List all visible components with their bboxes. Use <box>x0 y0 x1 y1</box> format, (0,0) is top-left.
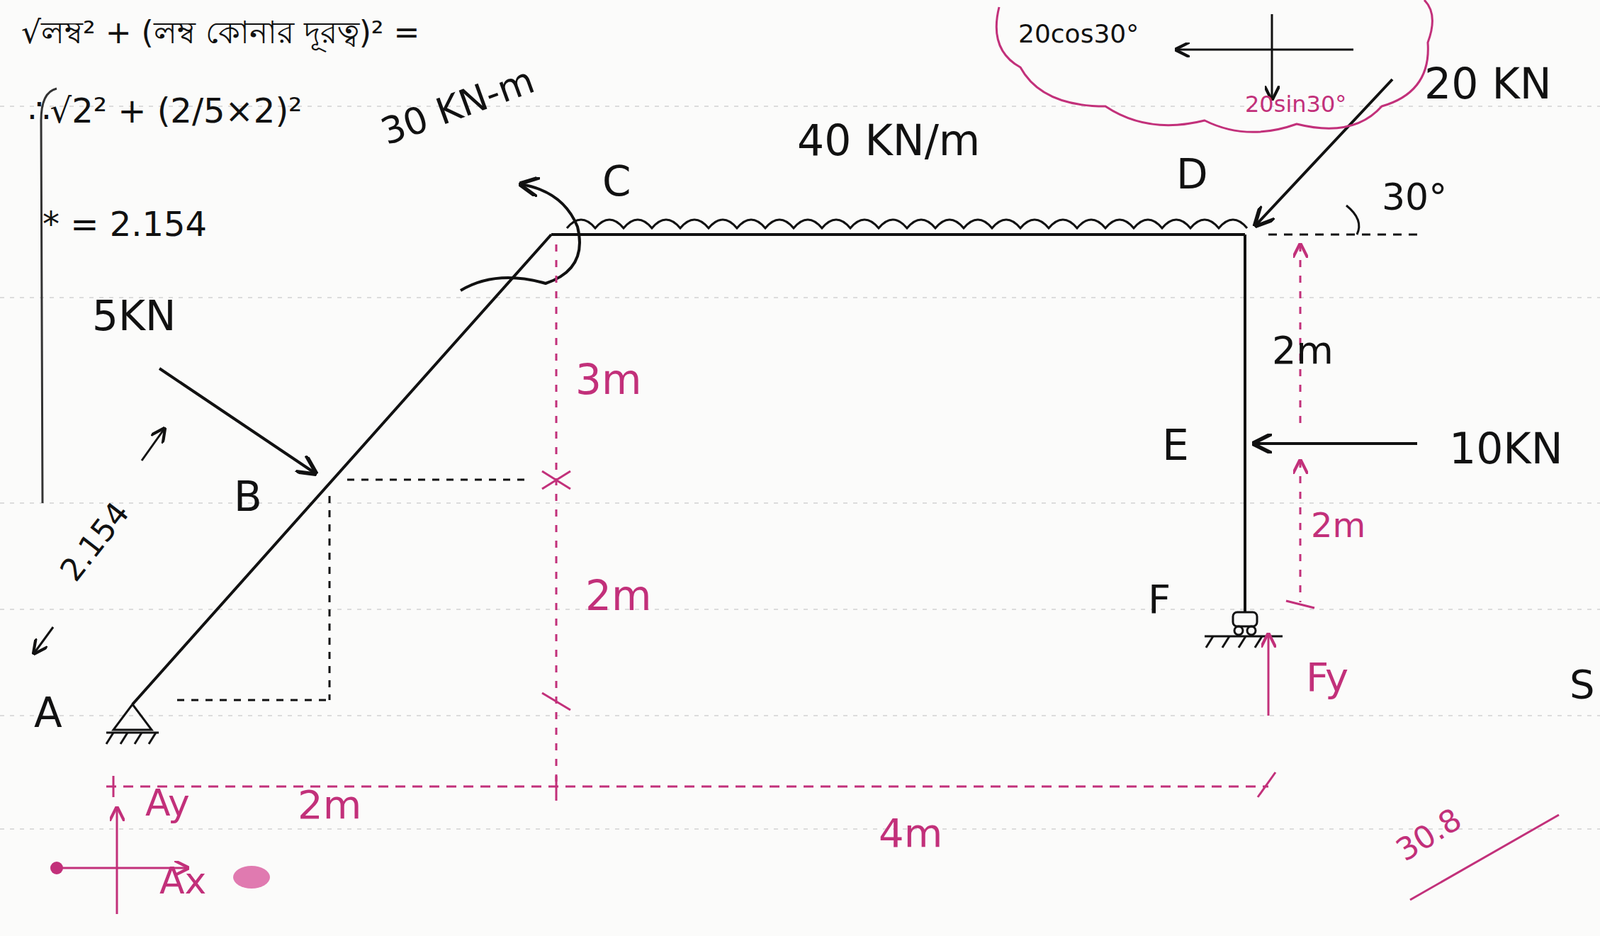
drawing-label: A <box>34 690 63 737</box>
drawing-label: C <box>602 159 632 205</box>
drawing-label: 30.8 <box>1390 802 1468 869</box>
drawing-label: * = 2.154 <box>42 205 207 244</box>
drawing-label: 30 KN-m <box>375 60 540 154</box>
ruled-lines <box>0 106 1600 830</box>
drawing-label: 4m <box>878 811 943 856</box>
drawing-label: S <box>1569 662 1596 707</box>
drawing-label: ∴√2² + (2/5×2)² <box>28 92 302 130</box>
drawing-label: E <box>1162 421 1190 469</box>
drawing-label: 20 KN <box>1424 60 1552 107</box>
drawing-label: 2m <box>1310 506 1366 545</box>
cloud-text: 20cos30° <box>1018 19 1139 49</box>
drawing-label: 2m <box>585 573 652 620</box>
drawing-label: F <box>1147 577 1171 622</box>
frame-members <box>132 234 1245 705</box>
drawing-label: 5KN <box>92 294 176 340</box>
drawing-label: 3m <box>575 357 642 404</box>
drawing-label: B <box>233 474 263 521</box>
cloud-text: 20sin30° <box>1244 92 1347 117</box>
drawing-label: √লম্ব² + (লম্ব কোনার দূরত্ব)² = <box>21 15 420 50</box>
drawing-label: 10KN <box>1449 425 1564 472</box>
drawing-label: 40 KN/m <box>797 116 980 164</box>
drawing-label: D <box>1176 152 1209 198</box>
drawing-label: 2m <box>297 782 362 827</box>
drawing-label: Fy <box>1305 655 1349 700</box>
note-cloud: 20cos30° 20sin30° <box>989 0 1434 139</box>
drawing-label: Ay <box>145 782 190 824</box>
drawing-label: 2.154 <box>53 496 137 588</box>
drawing-label: 2m <box>1271 329 1334 372</box>
drawing-label: 30° <box>1381 177 1447 218</box>
drawing-label: Ax <box>159 860 207 902</box>
